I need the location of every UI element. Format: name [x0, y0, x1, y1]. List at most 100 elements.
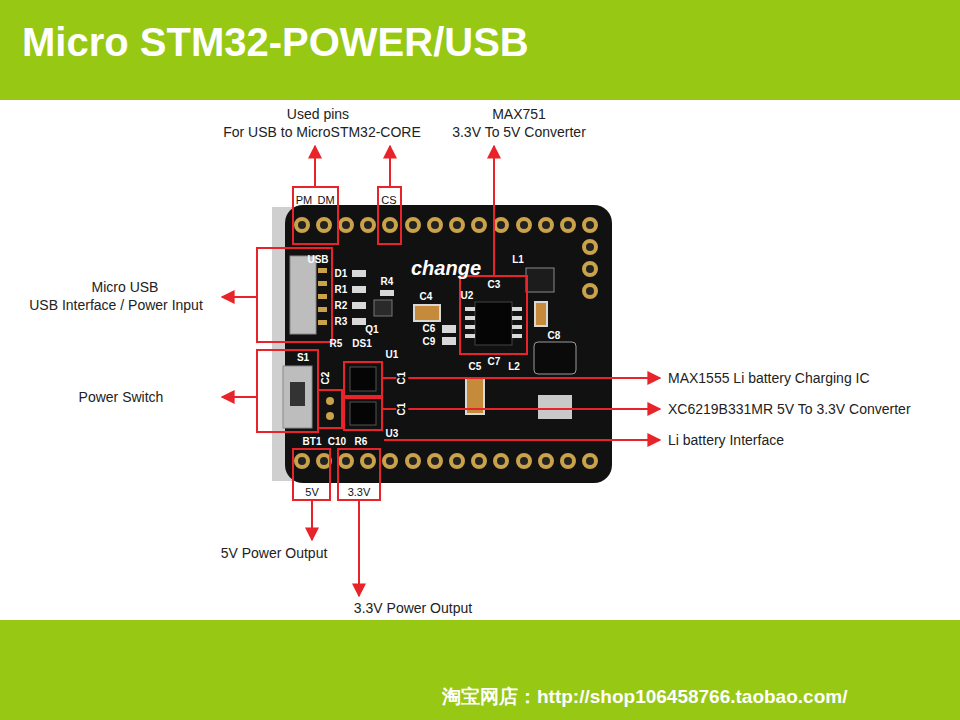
watermark: 淘宝网店：http://shop106458766.taobao.com/: [442, 686, 847, 708]
pin-pad: [429, 455, 441, 467]
highlight-box: [293, 187, 338, 244]
highlight-box: [318, 390, 342, 428]
leader-arrow: [493, 146, 495, 276]
usb-pad: [318, 307, 327, 312]
callout-text: USB Interface / Power Input: [29, 297, 203, 313]
pin-pad: [451, 219, 463, 231]
pin-pad: [407, 455, 419, 467]
pin-pad: [318, 219, 330, 231]
usb-pad: [318, 294, 327, 299]
chip-pin: [465, 307, 475, 311]
switch-slider: [290, 382, 305, 406]
chip-pin: [465, 334, 475, 338]
resistor-symbol: [352, 318, 366, 325]
highlight-box: [257, 350, 318, 432]
part-name: R1: [335, 284, 348, 296]
pin-pad: [495, 455, 507, 467]
capacitor: [442, 337, 456, 345]
callout-heading: Used pins: [287, 106, 349, 122]
part-name: DS1: [352, 338, 371, 350]
part-name: D1: [335, 268, 348, 280]
leader-arrow: [384, 439, 660, 441]
chip-pin: [512, 307, 522, 311]
highlight-box: [338, 449, 380, 500]
part-name: L1: [512, 254, 524, 266]
highlight-boxes: [257, 187, 527, 500]
highlight-box: [257, 248, 332, 342]
part-name: U2: [461, 290, 474, 302]
page-title: Micro STM32-POWER/USB: [22, 20, 529, 65]
part-name: USB: [307, 254, 328, 266]
pin-pad: [562, 219, 574, 231]
leader-arrow: [382, 408, 660, 410]
battery-pad: [326, 397, 334, 405]
capacitor: [442, 325, 456, 333]
part-name: R6: [355, 436, 368, 448]
callout-text: Power Switch: [79, 389, 164, 405]
pin-pad: [340, 455, 352, 467]
callout-text: 3.3V To 5V Converter: [452, 124, 586, 140]
leader-arrow: [358, 500, 360, 596]
inductor-pad: [538, 395, 572, 419]
leader-arrows: [222, 146, 660, 596]
chip-body: [475, 302, 512, 345]
leader-arrow: [314, 146, 316, 187]
header-pins: [296, 219, 596, 467]
pin-pad: [384, 219, 396, 231]
pin-pad: [340, 219, 352, 231]
pin-pad: [296, 455, 308, 467]
part-name: C1: [396, 402, 408, 417]
pin-pad: [584, 455, 596, 467]
pin-pad: [584, 241, 596, 253]
callout-text: 5V Power Output: [221, 545, 328, 561]
part-name: U3: [386, 428, 399, 440]
part-name: C3: [488, 279, 501, 291]
part-name: L2: [508, 361, 520, 373]
part-name: C5: [469, 361, 482, 373]
usb-pad: [318, 268, 327, 273]
part-name: C2: [320, 372, 332, 385]
usb-pad: [318, 320, 327, 325]
chip-pin: [465, 325, 475, 329]
pin-pad: [318, 455, 330, 467]
part-name: MAX751: [492, 106, 546, 122]
highlight-box: [378, 187, 401, 244]
leader-arrow: [311, 500, 313, 540]
pin-pad: [584, 285, 596, 297]
chip-pin: [512, 316, 522, 320]
part-name: R4: [381, 276, 394, 288]
pin-pad: [540, 455, 552, 467]
part-name: BT1: [303, 436, 322, 448]
part-name: C7: [488, 356, 501, 368]
pin-pad: [540, 219, 552, 231]
transistor: [374, 300, 392, 316]
pin-pad: [407, 219, 419, 231]
part-name: C10: [328, 436, 346, 448]
resistor-symbol: [352, 302, 366, 309]
part-name: S1: [297, 352, 309, 364]
pin-name: PM: [296, 194, 313, 207]
leader-arrow: [222, 296, 257, 298]
pin-pad: [362, 219, 374, 231]
leader-arrow: [382, 377, 660, 379]
usb-shell: [290, 256, 316, 334]
pin-name: CS: [381, 194, 396, 207]
pin-pad: [473, 219, 485, 231]
capacitor: [535, 302, 547, 326]
highlight-box: [344, 362, 382, 396]
part-name: C4: [420, 291, 433, 303]
chip-body: [350, 367, 376, 391]
part-name: C1: [396, 371, 408, 386]
header-bar: [0, 0, 960, 100]
chip-pin: [512, 325, 522, 329]
brand-logo: change: [411, 257, 481, 280]
part-name: R5: [330, 338, 343, 350]
power-switch: [283, 366, 312, 428]
chip-pin: [512, 334, 522, 338]
part-name: R3: [335, 316, 348, 328]
usb-pad: [318, 281, 327, 286]
switch-body: [283, 366, 312, 428]
highlight-box: [344, 398, 382, 430]
highlight-box: [460, 276, 527, 354]
pcb-board: [285, 205, 612, 483]
